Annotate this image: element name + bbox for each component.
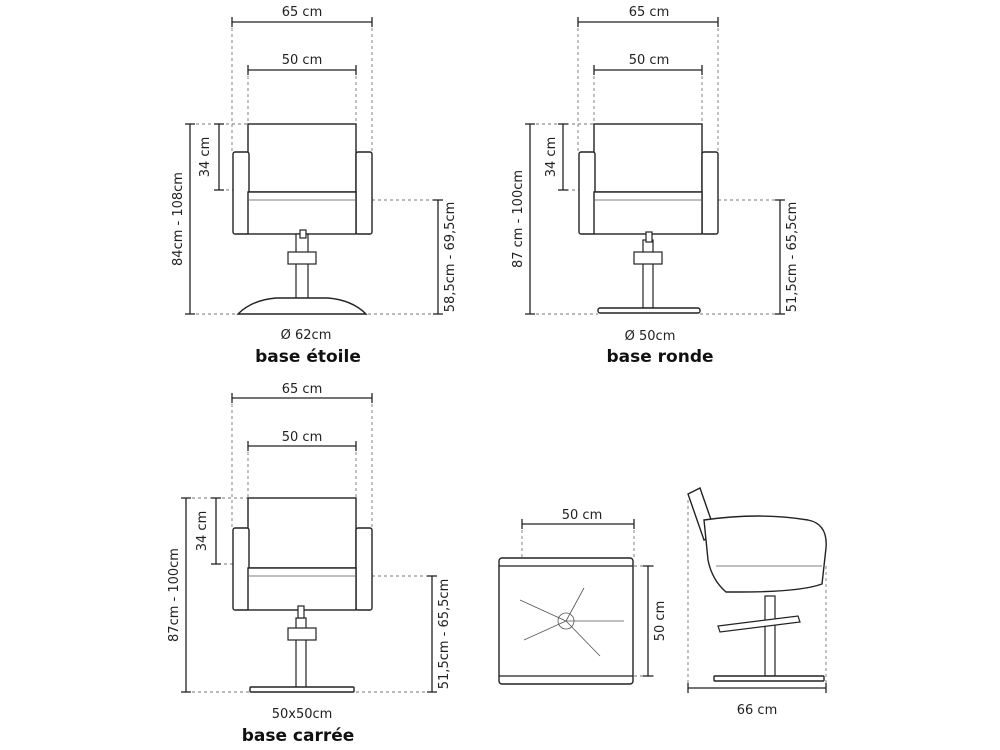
star-width-inner-label: 50 cm [282, 53, 323, 68]
left-armrest [232, 527, 250, 611]
right-armrest [355, 527, 373, 611]
backrest [247, 123, 357, 193]
backrest [593, 123, 703, 193]
round-base-size-label: Ø 50cm [625, 329, 676, 344]
backrest [247, 497, 357, 569]
side-column [764, 595, 776, 677]
seat [247, 191, 357, 235]
star-base-size-label: Ø 62cm [281, 328, 332, 343]
side-base [713, 675, 825, 682]
seat [247, 567, 357, 611]
round-base-title: base ronde [606, 347, 713, 367]
front-view-square-base: 65 cm 50 cm 34 cm 87cm - 100cm 51,5cm - … [167, 382, 452, 746]
right-armrest [355, 151, 373, 235]
pedal-stub [645, 231, 653, 243]
round-total-height-label: 87 cm - 100cm [511, 170, 526, 268]
seat [593, 191, 703, 235]
star-back-height-label: 34 cm [198, 137, 213, 178]
square-base [249, 686, 355, 693]
square-seat-height-label: 51,5cm - 65,5cm [437, 579, 452, 689]
top-depth-label: 50 cm [653, 601, 668, 642]
pump-block [287, 251, 317, 265]
top-view: 50 cm 50 cm [498, 508, 668, 685]
side-depth-label: 66 cm [737, 703, 778, 718]
star-base-outline [519, 587, 624, 657]
round-width-inner-label: 50 cm [629, 53, 670, 68]
pedal-stub [299, 229, 307, 239]
pump-block [633, 251, 663, 265]
left-armrest [232, 151, 250, 235]
pedal-stub [297, 605, 305, 619]
square-width-inner-label: 50 cm [282, 430, 323, 445]
square-total-height-label: 87cm - 100cm [167, 548, 182, 642]
pump-block [287, 627, 317, 641]
round-width-outer-label: 65 cm [629, 5, 670, 20]
square-width-outer-label: 65 cm [282, 382, 323, 397]
front-view-round-base: 65 cm 50 cm 34 cm 87 cm - 100cm 51,5cm -… [511, 5, 800, 367]
star-width-outer-label: 65 cm [282, 5, 323, 20]
round-seat-height-label: 51,5cm - 65,5cm [785, 202, 800, 312]
side-footrest [717, 615, 801, 633]
side-view: 66 cm [687, 487, 827, 718]
star-base [236, 297, 368, 315]
right-armrest [701, 151, 719, 235]
column [642, 239, 654, 309]
square-base-title: base carrée [242, 726, 355, 746]
round-back-height-label: 34 cm [544, 137, 559, 178]
top-width-label: 50 cm [562, 508, 603, 523]
star-seat-height-label: 58,5cm - 69,5cm [443, 202, 458, 312]
square-back-height-label: 34 cm [195, 511, 210, 552]
star-base-title: base étoile [255, 347, 361, 367]
column [295, 233, 309, 303]
round-base [597, 307, 701, 314]
left-armrest [578, 151, 596, 235]
side-shell [703, 515, 827, 593]
square-base-size-label: 50x50cm [272, 707, 333, 722]
star-total-height-label: 84cm - 108cm [171, 172, 186, 266]
front-view-star-base: 65 cm 50 cm 34 cm 84cm - 108cm 58,5cm - … [171, 5, 458, 367]
